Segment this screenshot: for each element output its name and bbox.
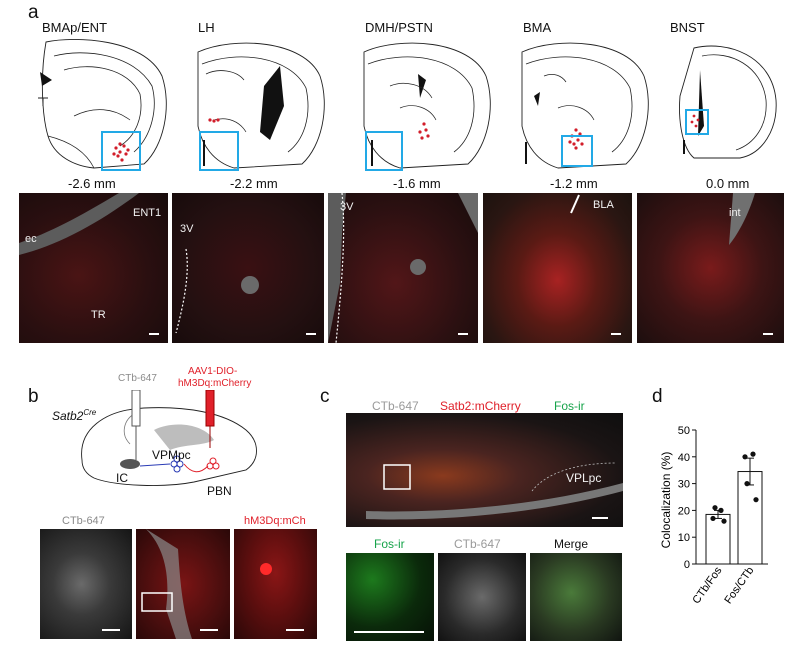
data-point bbox=[744, 481, 750, 487]
vplpc-label: VPLpc bbox=[566, 471, 602, 485]
depth-label-5: 0.0 mm bbox=[706, 176, 750, 191]
y-tick-label: 50 bbox=[678, 425, 690, 437]
inset-fos bbox=[346, 553, 434, 641]
y-axis-label: Colocalization (%) bbox=[659, 452, 673, 549]
micro4-label-bla: BLA bbox=[593, 199, 614, 211]
panel-b-letter: b bbox=[28, 386, 39, 407]
atlas-section-3 bbox=[363, 42, 491, 171]
scale-bar bbox=[149, 333, 159, 335]
ic-label: IC bbox=[116, 471, 128, 485]
scale-bar bbox=[354, 631, 424, 633]
depth-label-2: -2.2 mm bbox=[230, 176, 278, 191]
data-point bbox=[721, 518, 727, 524]
panel-d-letter: d bbox=[652, 386, 663, 407]
ctb-image-title: CTb-647 bbox=[62, 515, 105, 527]
atlas-section-4 bbox=[521, 42, 649, 169]
data-point bbox=[742, 454, 748, 460]
mouse-line-sup: Cre bbox=[83, 408, 97, 417]
micrograph-2: 3V bbox=[172, 193, 324, 343]
panel-a-letter: a bbox=[28, 2, 39, 23]
depth-label-1: -2.6 mm bbox=[68, 176, 116, 191]
micro1-label-tr: TR bbox=[91, 309, 106, 321]
region-title-3: DMH/PSTN bbox=[365, 20, 433, 35]
sagittal-brain-schematic bbox=[81, 390, 257, 486]
y-tick-label: 0 bbox=[684, 559, 690, 571]
scale-bar bbox=[102, 629, 120, 631]
micro1-label-ent1: ENT1 bbox=[133, 207, 162, 219]
region-title-5: BNST bbox=[670, 20, 705, 35]
depth-label-4: -1.2 mm bbox=[550, 176, 598, 191]
data-point bbox=[750, 451, 756, 457]
inset-ctb bbox=[438, 553, 526, 641]
pbn-label: PBN bbox=[207, 484, 232, 498]
scale-bar bbox=[286, 629, 304, 631]
colocalization-chart: Colocalization (%) 0 10 20 30 40 50 CTb/FosFo… bbox=[659, 425, 768, 606]
scale-bar bbox=[306, 333, 316, 335]
y-tick-label: 10 bbox=[678, 532, 690, 544]
micrograph-4: BLA bbox=[483, 193, 632, 343]
virus-injection-image bbox=[136, 529, 230, 639]
micro3-label-3v: 3V bbox=[340, 201, 354, 213]
tracer-label: CTb-647 bbox=[118, 373, 157, 384]
mouse-line-name: Satb2 bbox=[52, 409, 84, 423]
micro2-label-3v: 3V bbox=[180, 223, 194, 235]
micro1-label-ec: ec bbox=[25, 233, 37, 245]
y-tick-label: 30 bbox=[678, 479, 690, 491]
region-title-1: BMAp/ENT bbox=[42, 20, 108, 35]
hm3dq-image-label: hM3Dq:mCh bbox=[244, 515, 306, 527]
micro5-label-int: int bbox=[729, 207, 741, 219]
atlas-section-1 bbox=[38, 38, 167, 171]
hm3dq-image bbox=[234, 529, 317, 639]
atlas-section-5 bbox=[679, 45, 777, 159]
region-title-2: LH bbox=[198, 20, 215, 35]
inset-label-fos: Fos-ir bbox=[374, 537, 405, 551]
x-tick-label: Fos/CTb bbox=[722, 565, 756, 606]
scale-bar bbox=[763, 333, 773, 335]
micrograph-1: ENT1 ec TR bbox=[19, 193, 168, 343]
scale-bar bbox=[592, 517, 608, 519]
inset-merge bbox=[530, 553, 622, 641]
mouse-line-label: Satb2Cre bbox=[52, 408, 96, 423]
virus-label-line2: hM3Dq:mCherry bbox=[178, 378, 252, 389]
depth-label-3: -1.6 mm bbox=[393, 176, 441, 191]
vpmpc-label: VPMpc bbox=[152, 448, 191, 462]
virus-label-line1: AAV1-DIO- bbox=[188, 366, 238, 377]
header-fos: Fos-ir bbox=[554, 399, 585, 413]
inset-label-ctb: CTb-647 bbox=[454, 537, 501, 551]
scale-bar bbox=[611, 333, 621, 335]
data-point bbox=[712, 505, 718, 511]
data-point bbox=[753, 497, 759, 503]
header-ctb: CTb-647 bbox=[372, 399, 419, 413]
y-tick-label: 40 bbox=[678, 452, 690, 464]
y-tick-label: 20 bbox=[678, 505, 690, 517]
micrograph-3: 3V bbox=[328, 193, 478, 343]
data-point bbox=[710, 515, 716, 522]
micrograph-5: int bbox=[637, 193, 784, 343]
x-tick-label: CTb/Fos bbox=[690, 564, 724, 606]
region-title-4: BMA bbox=[523, 20, 552, 35]
scale-bar bbox=[200, 629, 218, 631]
header-satb2: Satb2:mCherry bbox=[440, 399, 521, 413]
scale-bar bbox=[458, 333, 468, 335]
atlas-section-2 bbox=[197, 42, 325, 171]
panel-c-letter: c bbox=[320, 386, 330, 407]
ctb-injection-image: CTb-647 bbox=[40, 529, 132, 639]
data-point bbox=[718, 507, 724, 513]
inset-label-merge: Merge bbox=[554, 537, 589, 551]
thalamus-image: VPLpc bbox=[346, 413, 623, 527]
